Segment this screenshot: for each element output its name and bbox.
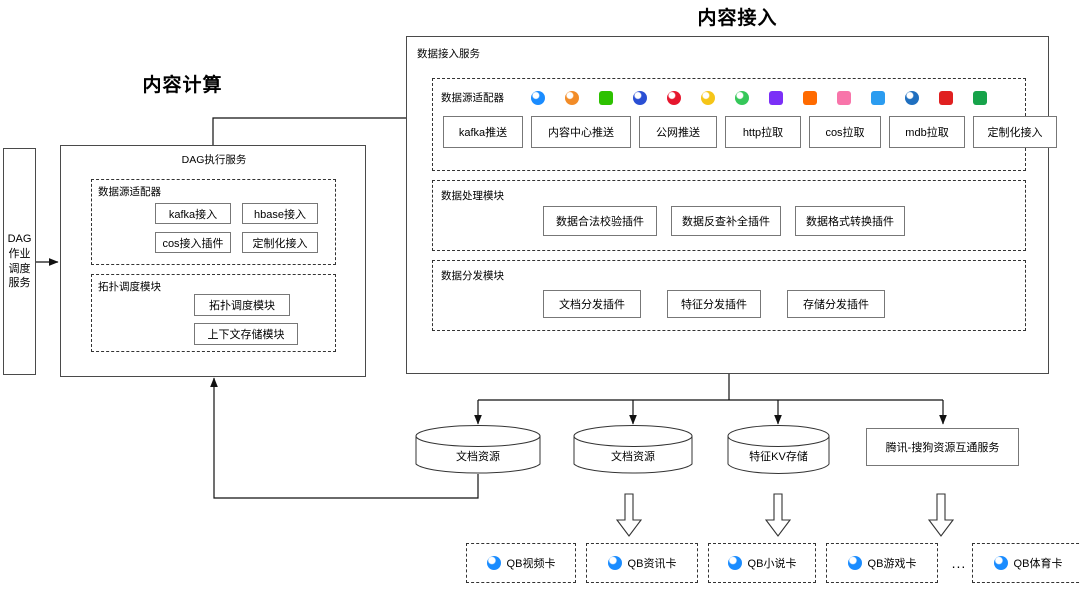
weibo-icon (667, 91, 681, 105)
adapter-item-2[interactable]: 公网推送 (639, 116, 717, 148)
cylinder-shape (415, 425, 541, 474)
hollow-arrow-video (615, 493, 643, 537)
data-process-item-row: 数据合法校验插件数据反查补全插件数据格式转换插件 (543, 206, 1013, 236)
left-adapter-item-cos[interactable]: cos接入插件 (155, 232, 231, 253)
left-topology-scheduler-label: 拓扑调度模块 (98, 281, 161, 293)
data-distribute-label: 数据分发模块 (441, 270, 504, 282)
dag-scheduler-label: DAG 作业 调度 服务 (4, 149, 35, 374)
left-topology-item-scheduler[interactable]: 拓扑调度模块 (194, 294, 290, 316)
user-avatar-icon (905, 91, 919, 105)
qb-card-label: QB视频卡 (506, 558, 556, 570)
left-topology-item-context-store[interactable]: 上下文存储模块 (194, 323, 298, 345)
distribute-item-0[interactable]: 文档分发插件 (543, 290, 641, 318)
adapter-item-5[interactable]: mdb拉取 (889, 116, 965, 148)
adapter-item-0[interactable]: kafka推送 (443, 116, 523, 148)
qb-card-row: QB视频卡 QB资讯卡 QB小说卡 QB游戏卡... QB体育卡 (466, 543, 1080, 583)
qb-card-4[interactable]: QB体育卡 (972, 543, 1080, 583)
left-adapter-item-custom[interactable]: 定制化接入 (242, 232, 318, 253)
qb-card-label: QB资讯卡 (627, 558, 677, 570)
left-adapter-item-kafka[interactable]: kafka接入 (155, 203, 231, 224)
scheduler-line-2: 作业 (8, 247, 31, 260)
red-app-icon (939, 91, 953, 105)
cylinder-doc-resource-2[interactable]: 文档资源 (573, 425, 693, 475)
page-title-left: 内容计算 (142, 75, 223, 96)
data-process-label: 数据处理模块 (441, 190, 504, 202)
process-item-2[interactable]: 数据格式转换插件 (795, 206, 905, 236)
adapter-item-6[interactable]: 定制化接入 (973, 116, 1057, 148)
qq-kandian-icon (803, 91, 817, 105)
cylinder-shape (573, 425, 693, 474)
qq-browser-icon (486, 556, 501, 570)
datasource-adapter-label: 数据源适配器 (441, 92, 504, 104)
tencent-doc-icon (871, 91, 885, 105)
data-distribute-group: 数据分发模块 文档分发插件特征分发插件存储分发插件 (432, 260, 1026, 331)
cylinder-label: 特征KV存储 (749, 451, 808, 463)
qq-browser-icon (607, 556, 622, 570)
data-process-group: 数据处理模块 数据合法校验插件数据反查补全插件数据格式转换插件 (432, 180, 1026, 251)
qq-browser-icon (531, 91, 545, 105)
data-access-service-title: 数据接入服务 (417, 48, 480, 60)
cylinder-feature-kv-store[interactable]: 特征KV存储 (727, 425, 830, 475)
data-distribute-item-row: 文档分发插件特征分发插件存储分发插件 (543, 290, 1013, 318)
dag-scheduler-box[interactable]: DAG 作业 调度 服务 (3, 148, 36, 375)
page-title-right: 内容接入 (697, 8, 778, 29)
adapter-icon-row (531, 87, 1017, 109)
cylinder-label: 文档资源 (611, 451, 655, 463)
video-edit-icon (769, 91, 783, 105)
hollow-arrow-game (927, 493, 955, 537)
left-adapter-item-hbase[interactable]: hbase接入 (242, 203, 318, 224)
tencent-sogou-service-box[interactable]: 腾讯-搜狗资源互通服务 (866, 428, 1019, 466)
qq-browser-icon (727, 556, 742, 570)
left-datasource-adapter-label: 数据源适配器 (98, 186, 161, 198)
qb-card-3[interactable]: QB游戏卡 (826, 543, 938, 583)
scheduler-line-1: DAG (7, 232, 32, 245)
qb-card-label: QB游戏卡 (867, 558, 917, 570)
cylinder-shape (727, 425, 830, 474)
cylinder-doc-resource-1[interactable]: 文档资源 (415, 425, 541, 475)
dag-execution-service-title: DAG执行服务 (181, 154, 247, 166)
process-item-0[interactable]: 数据合法校验插件 (543, 206, 657, 236)
green-app-icon (973, 91, 987, 105)
qb-card-label: QB体育卡 (1013, 558, 1063, 570)
dongchedi-icon (633, 91, 647, 105)
dag-execution-service-box[interactable]: DAG执行服务 数据源适配器 kafka接入 hbase接入 cos接入插件 定… (60, 145, 366, 377)
distribute-item-2[interactable]: 存储分发插件 (787, 290, 885, 318)
adapter-item-1[interactable]: 内容中心推送 (531, 116, 631, 148)
pink-app-icon (837, 91, 851, 105)
hollow-arrow-news (764, 493, 792, 537)
qb-card-0[interactable]: QB视频卡 (466, 543, 576, 583)
adapter-item-4[interactable]: cos拉取 (809, 116, 881, 148)
qb-card-2[interactable]: QB小说卡 (708, 543, 816, 583)
process-item-1[interactable]: 数据反查补全插件 (671, 206, 781, 236)
cylinder-label: 文档资源 (456, 451, 500, 463)
cards-ellipsis: ... (951, 555, 967, 571)
qq-browser-icon (847, 556, 862, 570)
distribute-item-1[interactable]: 特征分发插件 (667, 290, 761, 318)
left-topology-scheduler-group: 拓扑调度模块 拓扑调度模块 上下文存储模块 (91, 274, 336, 352)
wechat-icon (599, 91, 613, 105)
wesee-icon (735, 91, 749, 105)
left-datasource-adapter-group: 数据源适配器 kafka接入 hbase接入 cos接入插件 定制化接入 (91, 179, 336, 265)
qq-browser-icon (993, 556, 1008, 570)
kuaishou-icon (701, 91, 715, 105)
sogou-icon (565, 91, 579, 105)
qb-card-1[interactable]: QB资讯卡 (586, 543, 698, 583)
scheduler-line-3: 调度 (8, 262, 31, 275)
scheduler-line-4: 服务 (8, 277, 31, 290)
adapter-item-3[interactable]: http拉取 (725, 116, 801, 148)
qb-card-label: QB小说卡 (747, 558, 797, 570)
